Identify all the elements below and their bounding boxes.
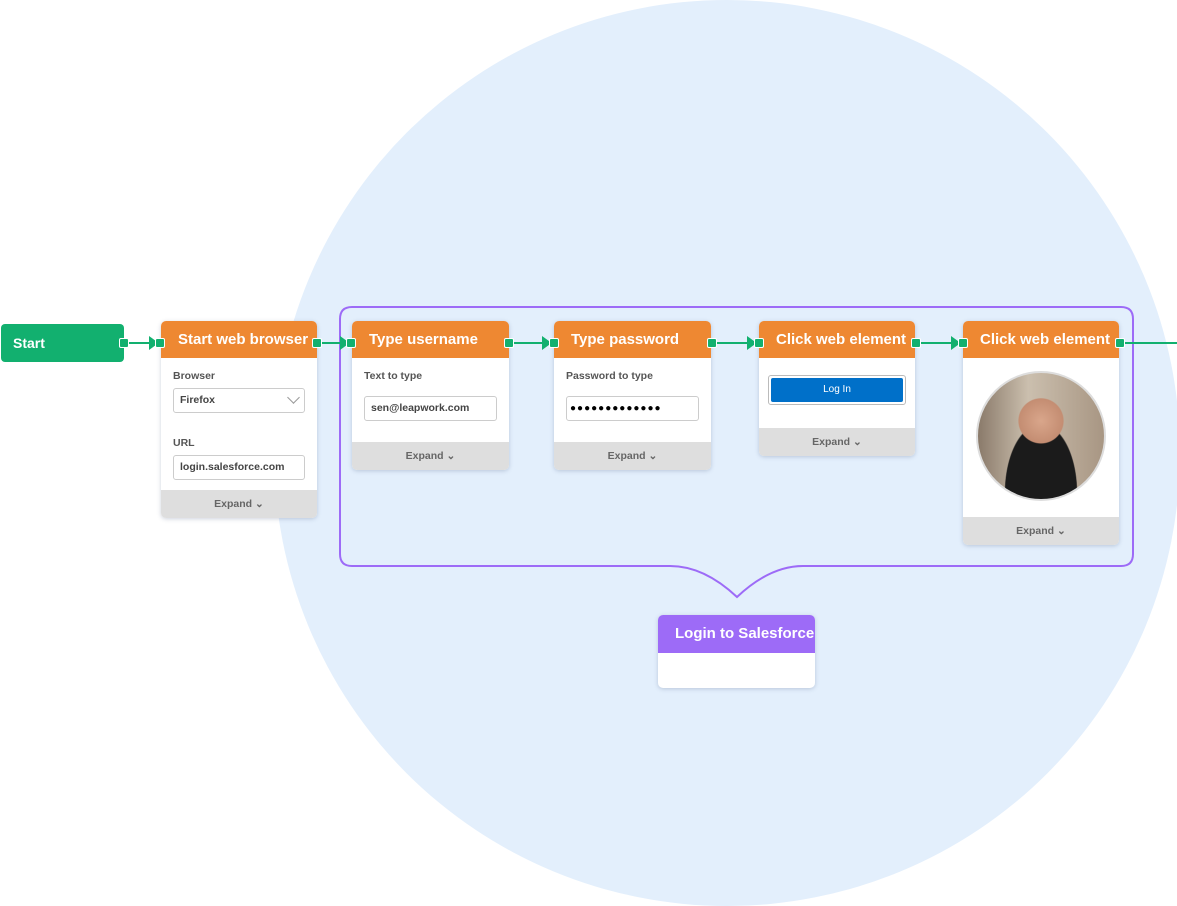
expand-button[interactable]: Expand ⌄ xyxy=(554,442,711,470)
login-button[interactable]: Log In xyxy=(771,378,903,402)
group-frame xyxy=(339,306,1134,599)
input-port[interactable] xyxy=(549,338,559,348)
node-title: Type username xyxy=(352,321,509,358)
node-title: Click web element xyxy=(759,321,915,358)
output-port[interactable] xyxy=(911,338,921,348)
browser-select[interactable]: Firefox xyxy=(173,388,305,413)
node-click-web-element-image[interactable]: Click web element Expand ⌄ xyxy=(963,321,1119,545)
password-label: Password to type xyxy=(566,370,653,382)
node-type-username[interactable]: Type username Text to type sen@leapwork.… xyxy=(352,321,509,470)
expand-button[interactable]: Expand ⌄ xyxy=(352,442,509,470)
node-start-web-browser[interactable]: Start web browser Browser Firefox URL lo… xyxy=(161,321,317,518)
password-input[interactable]: ●●●●●●●●●●●●● xyxy=(566,396,699,421)
expand-button[interactable]: Expand ⌄ xyxy=(759,428,915,456)
node-type-password[interactable]: Type password Password to type ●●●●●●●●●… xyxy=(554,321,711,470)
input-port[interactable] xyxy=(346,338,356,348)
login-button-frame: Log In xyxy=(768,375,906,405)
browser-value: Firefox xyxy=(180,394,216,406)
start-label: Start xyxy=(13,335,45,351)
expand-button[interactable]: Expand ⌄ xyxy=(963,517,1119,545)
text-to-type-label: Text to type xyxy=(364,370,423,382)
url-input[interactable]: login.salesforce.com xyxy=(173,455,305,480)
url-label: URL xyxy=(173,437,195,449)
profile-photo xyxy=(976,371,1106,501)
start-node[interactable]: Start xyxy=(1,324,124,362)
output-port[interactable] xyxy=(504,338,514,348)
output-port[interactable] xyxy=(312,338,322,348)
output-port[interactable] xyxy=(707,338,717,348)
input-port[interactable] xyxy=(155,338,165,348)
node-title: Click web element xyxy=(963,321,1119,358)
text-to-type-input[interactable]: sen@leapwork.com xyxy=(364,396,497,421)
expand-button[interactable]: Expand ⌄ xyxy=(161,490,317,518)
input-port[interactable] xyxy=(754,338,764,348)
output-port[interactable] xyxy=(119,338,129,348)
input-port[interactable] xyxy=(958,338,968,348)
group-login-to-salesforce[interactable]: Login to Salesforce xyxy=(658,615,815,688)
node-title: Start web browser xyxy=(161,321,317,358)
browser-label: Browser xyxy=(173,370,216,382)
chevron-down-icon xyxy=(287,391,300,404)
output-port[interactable] xyxy=(1115,338,1125,348)
node-click-web-element[interactable]: Click web element Log In Expand ⌄ xyxy=(759,321,915,456)
node-title: Type password xyxy=(554,321,711,358)
group-title: Login to Salesforce xyxy=(658,615,815,653)
